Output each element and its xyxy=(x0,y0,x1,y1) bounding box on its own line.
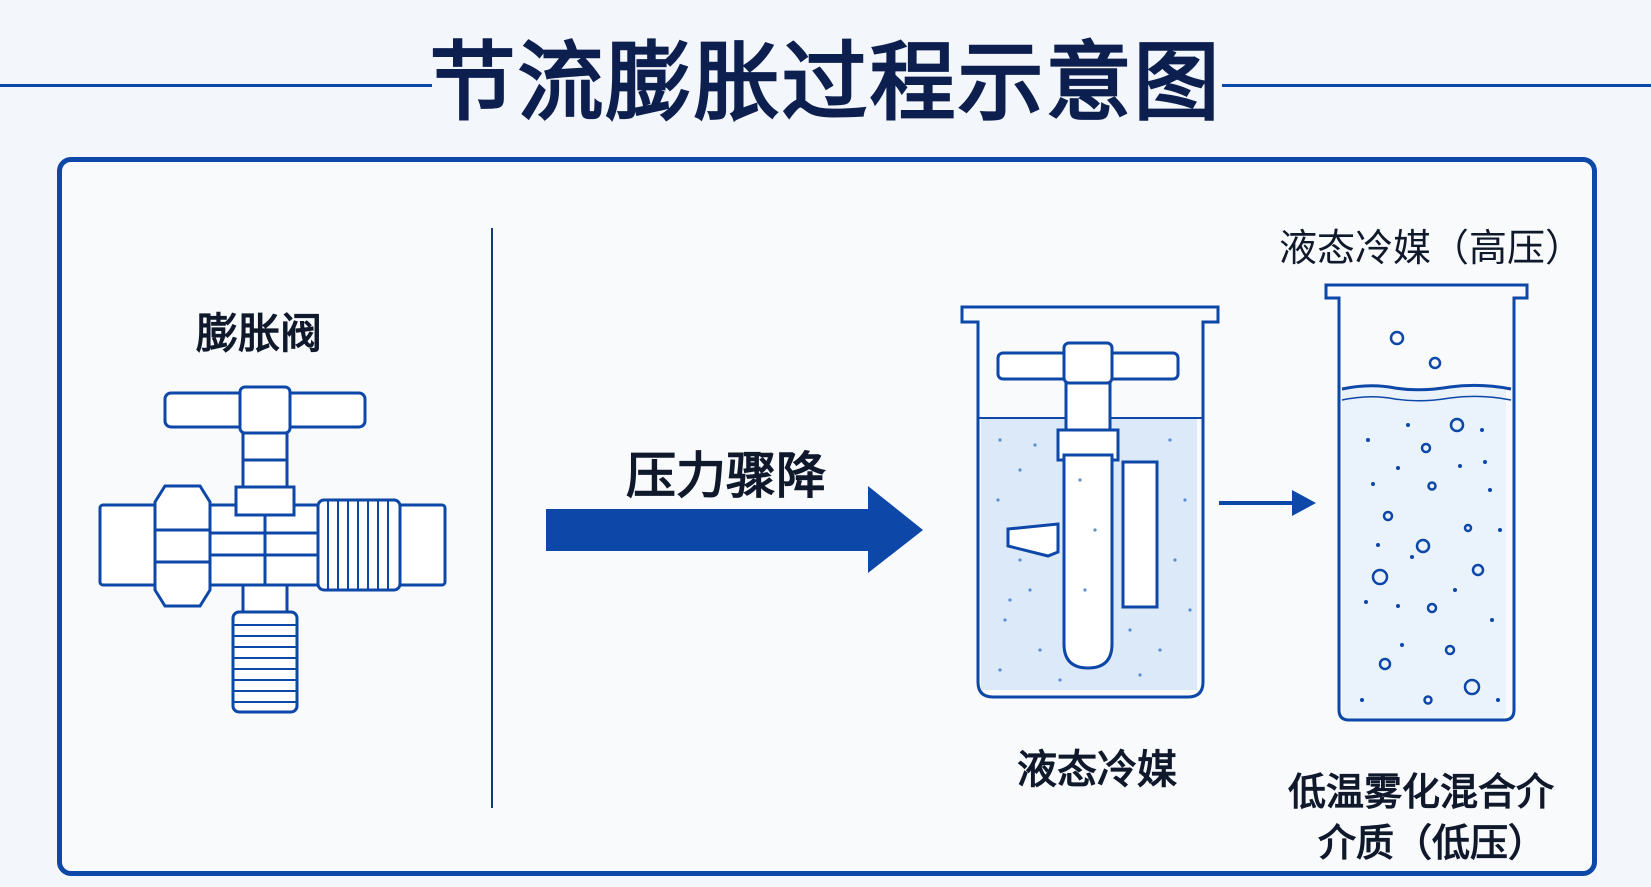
expansion-valve-illustration xyxy=(98,385,447,714)
cylinder-illustration xyxy=(1324,283,1529,722)
cylinder-mist-dots xyxy=(1360,423,1502,702)
flow-arrow xyxy=(1219,490,1316,516)
pressure-drop-arrow xyxy=(546,486,923,573)
pressure-drop-label: 压力骤降 xyxy=(626,447,826,505)
valve-thread-lines xyxy=(233,500,389,703)
beaker-liquid-dots xyxy=(996,438,1192,682)
title-rule-right xyxy=(1222,84,1651,87)
beaker-illustration xyxy=(960,305,1220,699)
expansion-valve-label: 膨胀阀 xyxy=(196,309,323,358)
title-rule-left xyxy=(0,84,432,87)
low-temp-mixture-label-line2: 介质（低压） xyxy=(1318,821,1547,865)
section-divider xyxy=(491,228,493,808)
liquid-refrigerant-label: 液态冷媒 xyxy=(1017,747,1177,793)
cylinder-bubbles xyxy=(1371,330,1485,705)
liquid-refrigerant-high-pressure-label: 液态冷媒（高压） xyxy=(1279,226,1584,270)
low-temp-mixture-label-line1: 低温雾化混合介 xyxy=(1288,770,1555,814)
page-title: 节流膨胀过程示意图 xyxy=(429,33,1222,133)
